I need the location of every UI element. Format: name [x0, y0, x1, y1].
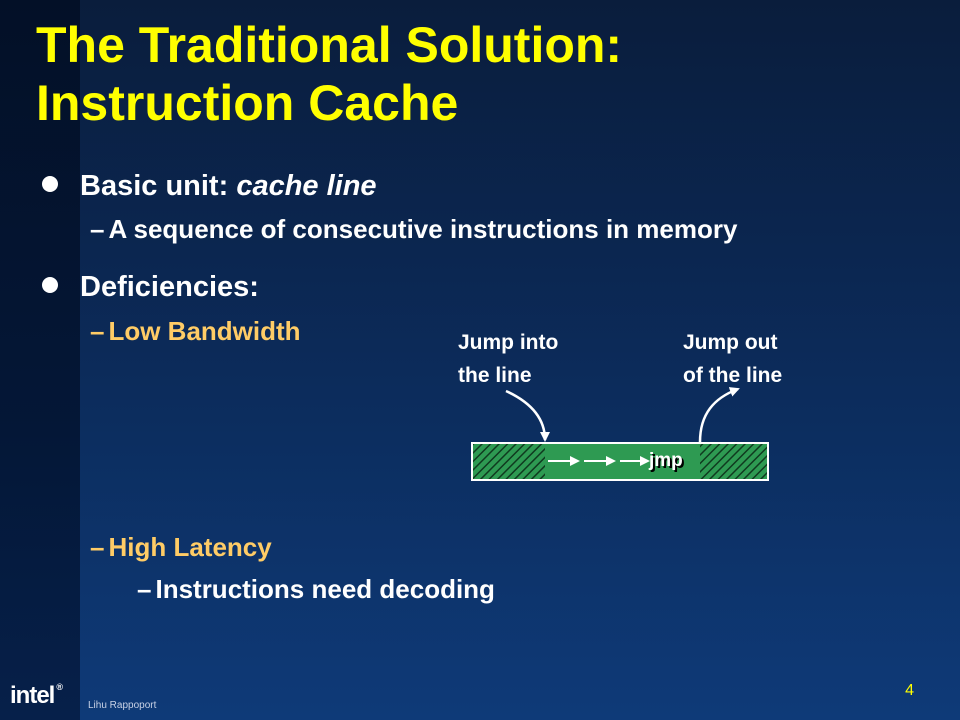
dash-marker: –	[137, 574, 152, 604]
sub-sub-bullet-decoding: –Instructions need decoding	[137, 574, 495, 605]
cache-line-hatched-left	[473, 444, 545, 479]
label-jump-into: Jump into the line	[458, 326, 558, 392]
label-jump-into-line2: the line	[458, 364, 532, 387]
sub-bullet-low-bandwidth: –Low Bandwidth	[90, 316, 301, 347]
sub-bullet-high-latency-text: High Latency	[108, 532, 272, 562]
left-sidebar-band	[0, 0, 80, 720]
jmp-label-shadow: jmp	[650, 452, 685, 473]
registered-mark-icon: ®	[56, 682, 63, 692]
title-line-1: The Traditional Solution:	[36, 17, 623, 73]
slide-title: The Traditional Solution: Instruction Ca…	[36, 16, 622, 132]
jump-out-arrow	[698, 387, 740, 443]
title-line-2: Instruction Cache	[36, 75, 459, 131]
cache-line-border	[471, 442, 769, 481]
author-name: Lihu Rappoport	[88, 700, 157, 711]
bullet-dot-icon	[42, 277, 58, 293]
bullet-dot-icon	[42, 176, 58, 192]
jmp-label: jmp	[648, 450, 683, 471]
dash-marker: –	[90, 316, 105, 346]
label-jump-out-line1: Jump out	[683, 331, 778, 354]
bullet-basic-unit-emphasis: cache line	[236, 170, 377, 202]
page-number: 4	[905, 682, 914, 699]
dash-marker: –	[90, 214, 105, 244]
sub-sub-bullet-decoding-text: Instructions need decoding	[155, 574, 495, 604]
sub-bullet-low-bandwidth-text: Low Bandwidth	[108, 316, 301, 346]
cache-line-executed-segment	[545, 444, 700, 479]
bullet-basic-unit: Basic unit: cache line	[42, 170, 377, 203]
sub-bullet-high-latency: –High Latency	[90, 532, 272, 563]
label-jump-into-line1: Jump into	[458, 331, 559, 354]
bullet-basic-unit-label: Basic unit:	[80, 170, 237, 202]
bullet-deficiencies-text: Deficiencies:	[80, 271, 259, 303]
sub-bullet-sequence-text: A sequence of consecutive instructions i…	[108, 214, 738, 244]
intel-logo-text: intel	[10, 682, 55, 709]
intel-logo: intel®	[10, 682, 63, 710]
sub-bullet-sequence: –A sequence of consecutive instructions …	[90, 214, 737, 245]
bullet-deficiencies: Deficiencies:	[42, 271, 259, 304]
label-jump-out-line2: of the line	[683, 364, 783, 387]
label-jump-out: Jump out of the line	[683, 326, 782, 392]
cache-line-hatched-right	[700, 444, 768, 479]
dash-marker: –	[90, 532, 105, 562]
jump-in-arrow	[505, 389, 550, 442]
